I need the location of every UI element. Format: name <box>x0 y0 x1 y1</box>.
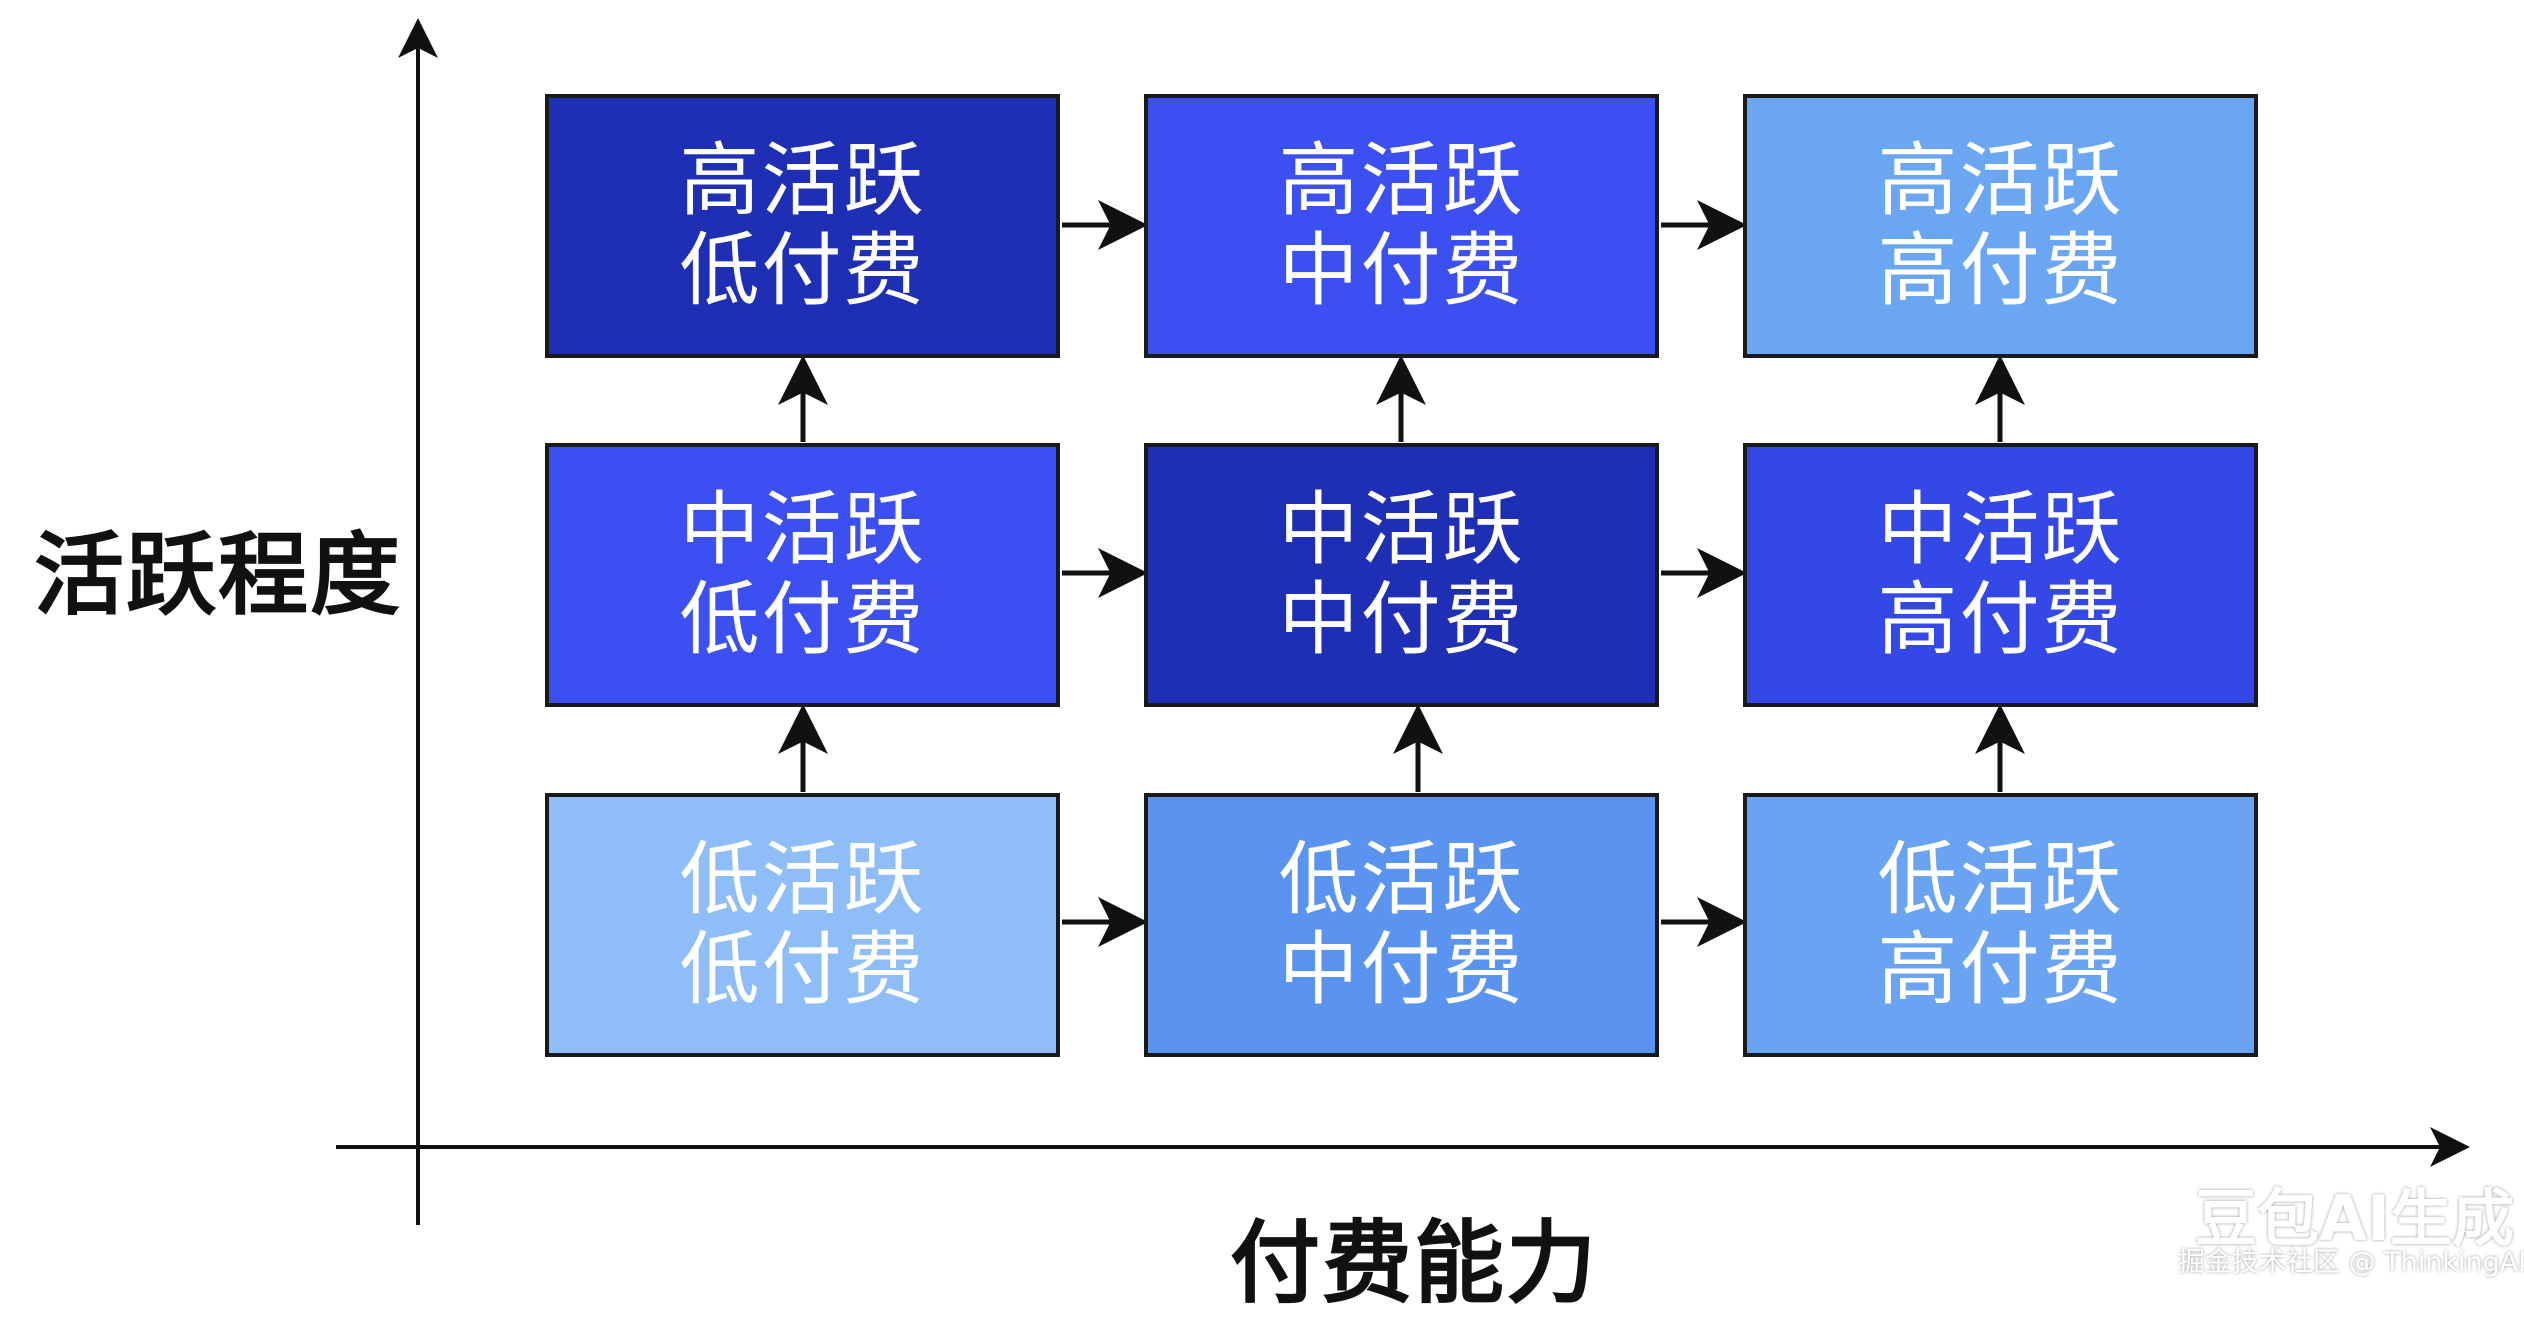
cell-line-activity: 高活跃 <box>1278 134 1525 227</box>
y-axis-label: 活跃程度 <box>34 522 402 628</box>
cell-low-active-high-pay: 低活跃 高付费 <box>1743 793 2258 1057</box>
cell-high-active-mid-pay: 高活跃 中付费 <box>1144 94 1659 358</box>
cell-line-payment: 中付费 <box>1278 224 1525 317</box>
cell-line-payment: 高付费 <box>1877 573 2124 666</box>
cell-line-payment: 低付费 <box>679 224 926 317</box>
cell-line-activity: 低活跃 <box>1877 833 2124 926</box>
cell-mid-active-high-pay: 中活跃 高付费 <box>1743 443 2258 707</box>
cell-low-active-low-pay: 低活跃 低付费 <box>545 793 1060 1057</box>
cell-line-payment: 高付费 <box>1877 224 2124 317</box>
cell-low-active-mid-pay: 低活跃 中付费 <box>1144 793 1659 1057</box>
cell-line-activity: 高活跃 <box>679 134 926 227</box>
x-axis-label: 付费能力 <box>1230 1210 1598 1316</box>
cell-line-activity: 低活跃 <box>679 833 926 926</box>
watermark-credit: 掘金技术社区 @ ThinkingAI <box>2178 1247 2524 1278</box>
cell-line-activity: 低活跃 <box>1278 833 1525 926</box>
cell-line-payment: 中付费 <box>1278 923 1525 1016</box>
cell-line-payment: 低付费 <box>679 923 926 1016</box>
cell-mid-active-mid-pay: 中活跃 中付费 <box>1144 443 1659 707</box>
cell-line-activity: 中活跃 <box>1278 483 1525 576</box>
cell-line-payment: 低付费 <box>679 573 926 666</box>
watermark-brand: 豆包AI生成 <box>2195 1182 2515 1255</box>
cell-line-payment: 中付费 <box>1278 573 1525 666</box>
cell-high-active-low-pay: 高活跃 低付费 <box>545 94 1060 358</box>
cell-line-activity: 高活跃 <box>1877 134 2124 227</box>
cell-line-activity: 中活跃 <box>679 483 926 576</box>
cell-line-payment: 高付费 <box>1877 923 2124 1016</box>
cell-line-activity: 中活跃 <box>1877 483 2124 576</box>
cell-mid-active-low-pay: 中活跃 低付费 <box>545 443 1060 707</box>
cell-high-active-high-pay: 高活跃 高付费 <box>1743 94 2258 358</box>
